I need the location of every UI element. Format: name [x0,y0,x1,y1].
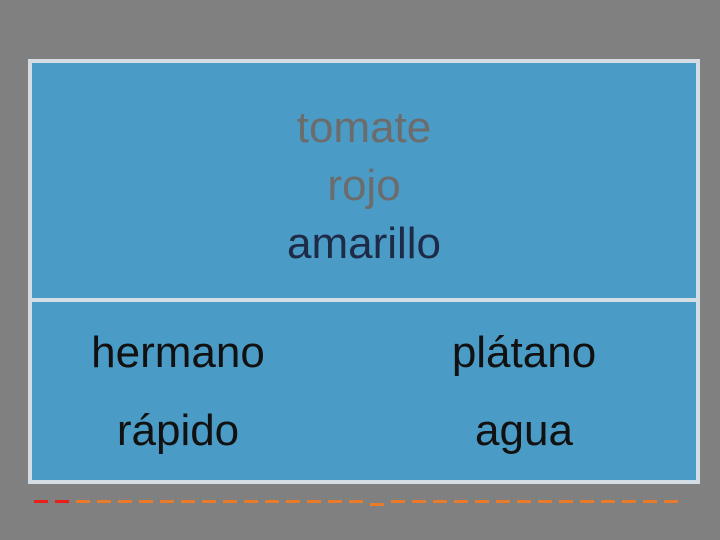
progress-dash-todo [223,500,237,503]
progress-dash-todo [412,500,426,503]
progress-dash-todo [265,500,279,503]
progress-dash-todo [664,500,678,503]
progress-dash-todo [307,500,321,503]
prompt-word-rojo: rojo [327,161,401,210]
progress-dash-done [55,500,69,503]
progress-dash-todo [475,500,489,503]
progress-dash-todo [580,500,594,503]
answer-rapido[interactable]: rápido [116,406,240,455]
progress-dashes [34,500,690,516]
progress-dash-todo [202,500,216,503]
progress-dash-todo [286,500,300,503]
progress-dash-todo [97,500,111,503]
progress-dash-todo [559,500,573,503]
prompt-word-amarillo: amarillo [286,219,442,268]
answer-agua[interactable]: agua [475,406,573,455]
answer-hermano[interactable]: hermano [91,328,265,377]
progress-dash-todo [118,500,132,503]
progress-dash-todo [328,500,342,503]
progress-dash-todo [433,500,447,503]
progress-dash-todo [76,500,90,503]
progress-dash-todo [496,500,510,503]
prompt-word-tomate: tomate [296,103,432,152]
prompt-word-list: tomate rojo amarillo [32,99,696,273]
progress-dash-todo [181,500,195,503]
progress-dash-todo [139,500,153,503]
progress-dash-todo [160,500,174,503]
progress-dash-todo [538,500,552,503]
answer-panel: hermano plátano rápido agua [28,298,700,484]
prompt-panel: tomate rojo amarillo [28,59,700,302]
progress-dash-todo [244,500,258,503]
progress-dash-todo [349,500,363,503]
progress-dash-todo [622,500,636,503]
progress-dash-todo [601,500,615,503]
progress-dash-todo [391,500,405,503]
progress-dash-todo [370,503,384,506]
answer-platano[interactable]: plátano [451,328,597,377]
progress-dash-todo [454,500,468,503]
progress-dash-todo [517,500,531,503]
progress-dash-todo [643,500,657,503]
progress-dash-done [34,500,48,503]
